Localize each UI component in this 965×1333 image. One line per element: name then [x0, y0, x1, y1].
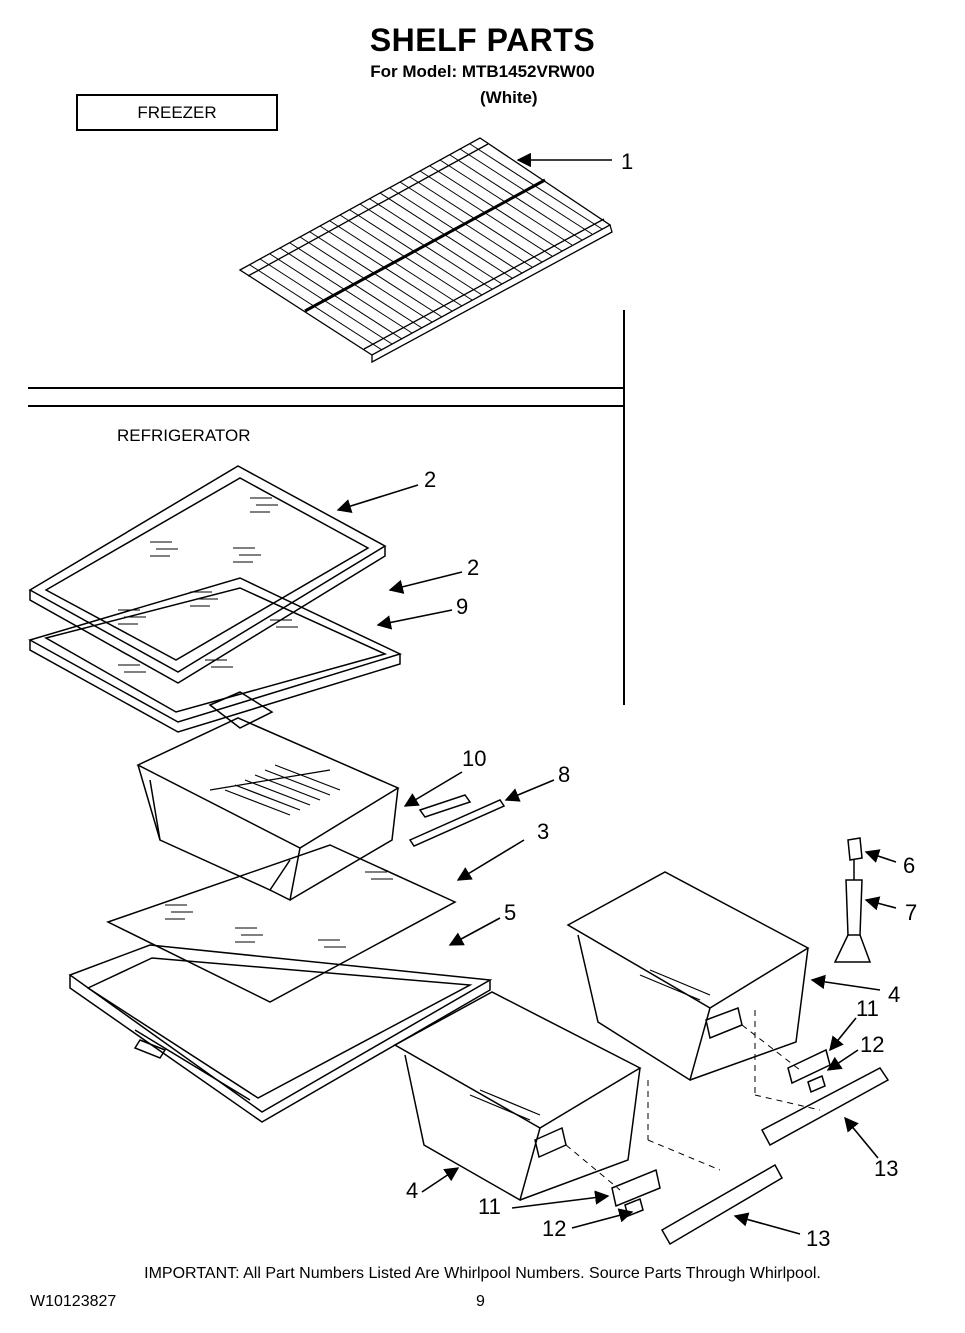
footer-note: IMPORTANT: All Part Numbers Listed Are W…	[144, 1265, 821, 1282]
freezer-section-label: FREEZER	[76, 94, 278, 131]
callout-5: 5	[504, 900, 516, 925]
page-number: 9	[476, 1293, 485, 1310]
drawer-rails	[660, 1067, 890, 1246]
callout-4-right: 4	[888, 982, 900, 1007]
callout-7: 7	[905, 900, 917, 925]
callout-8: 8	[558, 762, 570, 787]
crisper-drawer-right	[566, 871, 810, 1082]
callout-4-left: 4	[406, 1178, 418, 1203]
crisper-drawer-left	[393, 991, 642, 1202]
callout-2-lower: 2	[467, 555, 479, 580]
page-title: SHELF PARTS	[369, 22, 596, 58]
callout-6: 6	[903, 853, 915, 878]
section-divider	[28, 310, 625, 705]
callout-12-left: 12	[542, 1216, 566, 1241]
callout-10: 10	[462, 746, 486, 771]
callout-12-right: 12	[860, 1032, 884, 1057]
callout-13-right: 13	[874, 1156, 898, 1181]
alignment-guides	[565, 1010, 821, 1191]
drawer-cover-trim	[408, 794, 506, 847]
callout-2-upper: 2	[424, 467, 436, 492]
callout-1: 1	[621, 149, 633, 174]
callout-11-left: 11	[478, 1194, 501, 1219]
glass-shelf-lower	[28, 577, 403, 733]
glass-shelf-upper	[28, 465, 387, 684]
callout-leaders	[336, 152, 897, 1235]
crisper-glass-insert	[106, 844, 457, 1003]
model-subtitle: For Model: MTB1452VRW00	[370, 62, 595, 81]
callout-9: 9	[456, 594, 468, 619]
crisper-cover-frame	[68, 944, 493, 1123]
refrigerator-section-label: REFRIGERATOR	[117, 426, 251, 445]
color-variant: (White)	[480, 88, 538, 107]
wire-shelf	[238, 137, 613, 364]
callout-13-left: 13	[806, 1226, 830, 1251]
deli-drawer	[136, 717, 400, 902]
callout-11-right: 11	[856, 996, 879, 1021]
drawer-slide-parts	[611, 1048, 831, 1218]
document-number: W10123827	[30, 1293, 117, 1310]
callout-3: 3	[537, 819, 549, 844]
leveling-leg	[833, 837, 872, 963]
